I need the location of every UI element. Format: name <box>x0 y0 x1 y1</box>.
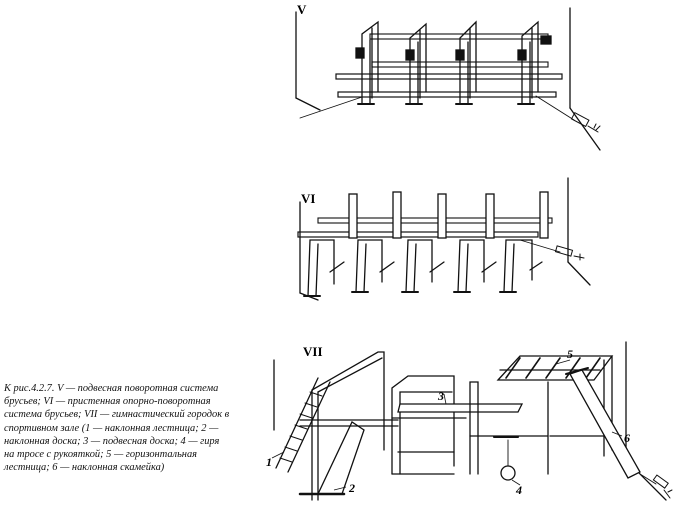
callout-4: 4 <box>515 483 522 497</box>
figure-v-label: V <box>297 2 307 17</box>
figure-vi-label: VI <box>301 191 315 206</box>
figure-v-hanging-bars <box>295 7 601 151</box>
figure-caption: К рис.4.2.7. V — подвесная поворотная си… <box>4 383 230 474</box>
callout-3: 3 <box>437 389 444 403</box>
callout-2: 2 <box>348 481 355 495</box>
callout-6: 6 <box>624 431 630 445</box>
callout-1: 1 <box>266 455 272 469</box>
figure-vii-label: VII <box>303 344 323 359</box>
callout-5: 5 <box>567 347 573 361</box>
figure-vi-wall-mounted-bars <box>297 177 591 301</box>
figure-vii-gym-complex <box>273 341 673 501</box>
